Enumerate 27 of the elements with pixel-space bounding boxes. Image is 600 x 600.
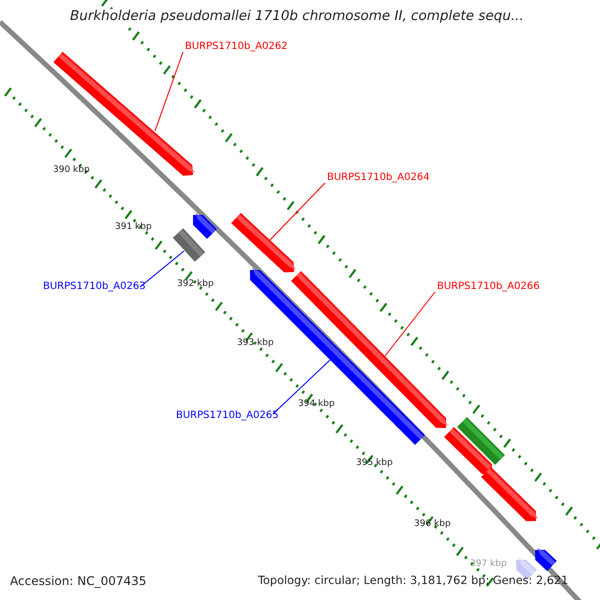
scale-label: 392 kbp [177,280,214,290]
gene-label: BURPS1710b_A0265 [176,410,279,421]
gene-label: BURPS1710b_A0264 [327,172,430,183]
scale-label: 394 kbp [298,400,335,410]
scale-label: 391 kbp [115,223,152,233]
leader-line [154,52,184,132]
leader-line [384,292,436,356]
scale-label: 390 kbp [53,166,90,176]
scale-label: 396 kbp [414,520,451,530]
scale-label: 395 kbp [356,459,393,469]
gene-feature [535,548,557,572]
title: Burkholderia pseudomallei 1710b chromosome II, complete sequ... [70,9,524,24]
accession-text: Accession: NC_007435 [10,575,146,588]
gene-feature [231,212,296,272]
scale-label: 397 kbp [470,560,507,570]
leader-line [272,360,330,414]
leader-line [270,182,326,240]
gene-feature [53,52,195,176]
gene-label: BURPS1710b_A0262 [185,41,288,52]
topology-text: Topology: circular; Length: 3,181,762 bp; Genes: 2,621 [258,575,568,588]
gene-block [172,228,206,262]
gene-feature [193,213,217,239]
gene-label: BURPS1710b_A0263 [43,281,146,292]
scale-label: 393 kbp [237,339,274,349]
gene-label: BURPS1710b_A0266 [437,281,540,292]
gene-block [457,417,505,465]
gene-feature [481,467,538,522]
